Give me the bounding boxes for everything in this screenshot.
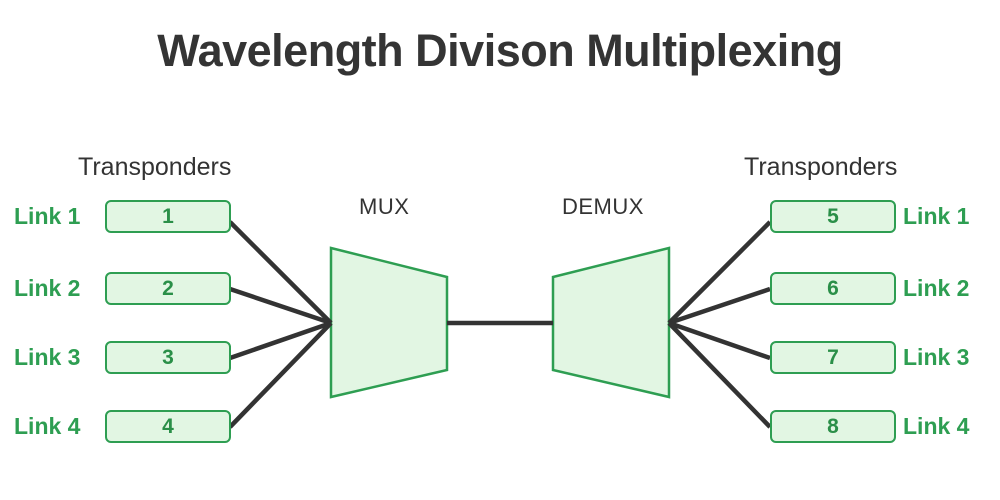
transponder-box-7[interactable]: 7: [770, 341, 896, 374]
link-label-left-3: Link 3: [14, 344, 81, 370]
transponder-box-6[interactable]: 6: [770, 272, 896, 305]
transponder-box-1[interactable]: 1: [105, 200, 231, 233]
link-line-5: [667, 220, 772, 325]
link-line-2: [229, 286, 332, 326]
mux-input-links: [228, 220, 333, 429]
transponders-label-right: Transponders: [744, 153, 898, 181]
demux-label: DEMUX: [562, 194, 644, 219]
mux-shape: [329, 246, 449, 399]
link-label-left-1: Link 1: [14, 203, 81, 229]
link-line-7: [668, 320, 771, 361]
link-line-4: [228, 321, 333, 429]
link-line-6: [668, 286, 771, 326]
link-label-left-2: Link 2: [14, 275, 81, 301]
link-label-right-1: Link 1: [903, 203, 970, 229]
transponder-box-3[interactable]: 3: [105, 341, 231, 374]
transponder-box-5[interactable]: 5: [770, 200, 896, 233]
transponder-box-4[interactable]: 4: [105, 410, 231, 443]
demux-output-links: [667, 220, 772, 429]
mux-label: MUX: [359, 194, 410, 219]
demux-shape: [551, 246, 671, 399]
transponder-box-2[interactable]: 2: [105, 272, 231, 305]
link-label-right-2: Link 2: [903, 275, 970, 301]
link-line-8: [667, 321, 772, 429]
page-title: Wavelength Divison Multiplexing: [157, 25, 843, 76]
link-label-right-3: Link 3: [903, 344, 970, 370]
transponder-box-8[interactable]: 8: [770, 410, 896, 443]
transponders-label-left: Transponders: [78, 153, 232, 181]
link-label-left-4: Link 4: [14, 413, 81, 439]
link-line-1: [228, 220, 333, 325]
link-line-3: [229, 320, 332, 361]
link-label-right-4: Link 4: [903, 413, 970, 439]
